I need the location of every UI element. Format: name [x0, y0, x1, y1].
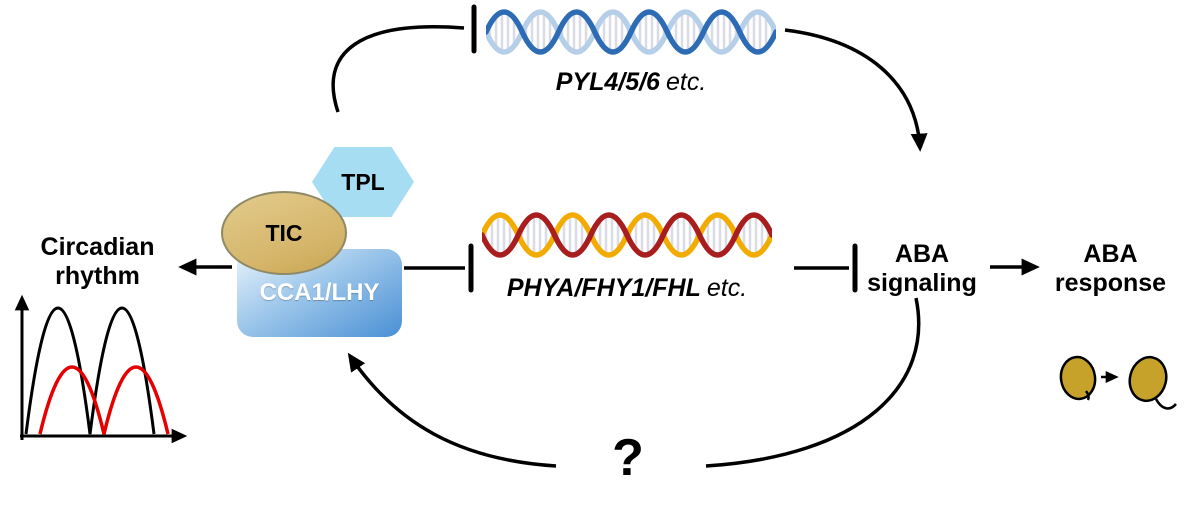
question-mark: ?	[612, 429, 644, 487]
phy-strand-red	[482, 212, 772, 258]
aba-response-label: ABA response	[1038, 240, 1183, 298]
repression-arrow-complex-to-pyl	[331, 25, 465, 113]
tpl-label: TPL	[341, 168, 385, 195]
arrow-question-to-cca	[347, 352, 557, 468]
seed-left-scar	[1085, 390, 1090, 401]
aba-response-line2: response	[1054, 269, 1167, 297]
seed-pictogram	[1059, 355, 1177, 410]
induction-arrow-pyl-to-aba-signaling	[784, 28, 928, 152]
phy-gene-name: PHYA/FHY1/FHL	[506, 274, 701, 302]
pyl-gene-name: PYL4/5/6	[555, 68, 660, 96]
plot-black-wave	[24, 306, 156, 435]
phy-dna-helix	[482, 212, 772, 258]
circadian-line1: Circadian	[40, 233, 155, 261]
circadian-line2: rhythm	[55, 262, 140, 290]
curve-aba-signaling-to-question	[705, 297, 921, 468]
tic-label: TIC	[265, 219, 303, 246]
phy-etc: etc.	[706, 274, 748, 302]
seed-icon-right	[1128, 355, 1168, 403]
pyl-dna-helix	[486, 9, 776, 55]
aba-signaling-line2: signaling	[867, 269, 977, 297]
circadian-plot	[14, 294, 188, 444]
seed-icon-left	[1059, 355, 1097, 401]
seed-radicle	[1154, 398, 1177, 410]
pyl-etc: etc.	[665, 68, 707, 96]
aba-signaling-line1: ABA	[894, 240, 950, 268]
tic-protein: TIC	[221, 191, 347, 275]
aba-response-line1: ABA	[1083, 240, 1138, 268]
pyl-strand-dark	[486, 9, 776, 55]
cca1-lhy-label: CCA1/LHY	[259, 279, 380, 306]
aba-signaling-label: ABA signaling	[852, 240, 992, 298]
plot-red-wave	[38, 365, 170, 435]
circadian-rhythm-label: Circadian rhythm	[10, 233, 185, 291]
